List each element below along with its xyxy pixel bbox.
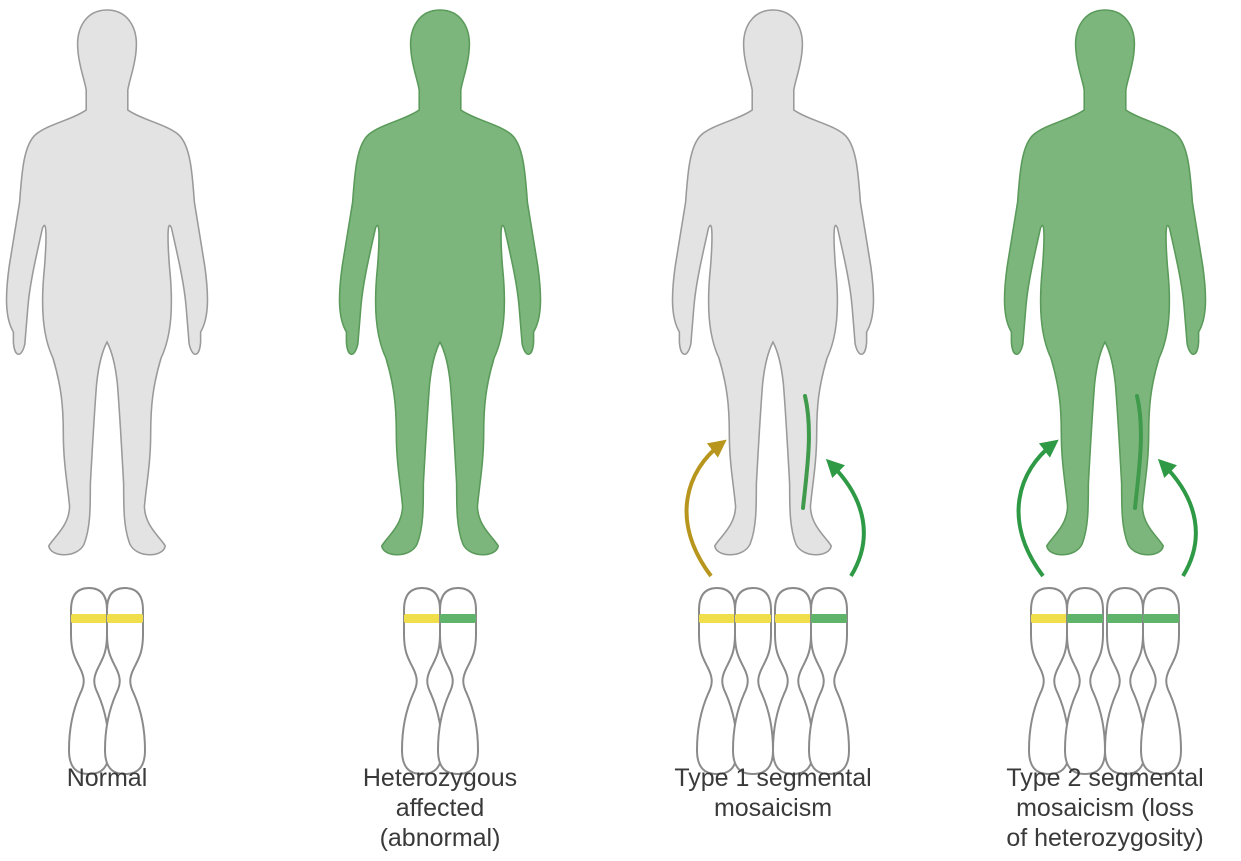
chromosome-normal-0-a bbox=[69, 588, 109, 774]
chromosome-type2-0-b bbox=[1065, 588, 1105, 774]
caption-line: mosaicism bbox=[623, 793, 923, 823]
chromosome-type2-0-a bbox=[1029, 588, 1069, 774]
chromosome-heterozygous-0-b bbox=[438, 588, 478, 774]
allele-arrow-mutant bbox=[1163, 464, 1196, 576]
chromosome-heterozygous-0-a bbox=[402, 588, 442, 774]
caption-line: mosaicism (loss bbox=[955, 793, 1241, 823]
caption-line: (abnormal) bbox=[290, 823, 590, 853]
mutant-allele-band bbox=[1143, 614, 1179, 623]
allele-arrow-normal bbox=[687, 444, 721, 576]
mutant-allele-band bbox=[440, 614, 476, 623]
chromosome-type1-1-a bbox=[773, 588, 813, 774]
human-silhouette-type2 bbox=[1005, 10, 1206, 555]
caption-line: Heterozygous bbox=[290, 763, 590, 793]
chromosome-type1-1-b bbox=[809, 588, 849, 774]
chromosome-normal-0-b bbox=[105, 588, 145, 774]
caption-normal: Normal bbox=[0, 763, 257, 793]
panel-type2 bbox=[1005, 10, 1206, 774]
human-silhouette-normal bbox=[7, 10, 208, 555]
caption-line: Normal bbox=[0, 763, 257, 793]
mutant-allele-band bbox=[1107, 614, 1143, 623]
human-silhouette-type1 bbox=[673, 10, 874, 555]
normal-allele-band bbox=[699, 614, 735, 623]
caption-line: affected bbox=[290, 793, 590, 823]
normal-allele-band bbox=[107, 614, 143, 623]
allele-arrow-mutant bbox=[831, 464, 864, 576]
caption-line: of heterozygosity) bbox=[955, 823, 1241, 853]
chromosome-type2-1-b bbox=[1141, 588, 1181, 774]
caption-line: Type 1 segmental bbox=[623, 763, 923, 793]
chromosome-type2-1-a bbox=[1105, 588, 1145, 774]
mutant-allele-band bbox=[1067, 614, 1103, 623]
normal-allele-band bbox=[404, 614, 440, 623]
normal-allele-band bbox=[71, 614, 107, 623]
normal-allele-band bbox=[1031, 614, 1067, 623]
panel-heterozygous bbox=[340, 10, 541, 774]
allele-arrow-mutant bbox=[1019, 444, 1053, 576]
chromosome-type1-0-a bbox=[697, 588, 737, 774]
panel-normal bbox=[7, 10, 208, 774]
panel-type1 bbox=[673, 10, 874, 774]
normal-allele-band bbox=[775, 614, 811, 623]
chromosome-type1-0-b bbox=[733, 588, 773, 774]
caption-line: Type 2 segmental bbox=[955, 763, 1241, 793]
human-silhouette-heterozygous bbox=[340, 10, 541, 555]
mutant-allele-band bbox=[811, 614, 847, 623]
normal-allele-band bbox=[735, 614, 771, 623]
